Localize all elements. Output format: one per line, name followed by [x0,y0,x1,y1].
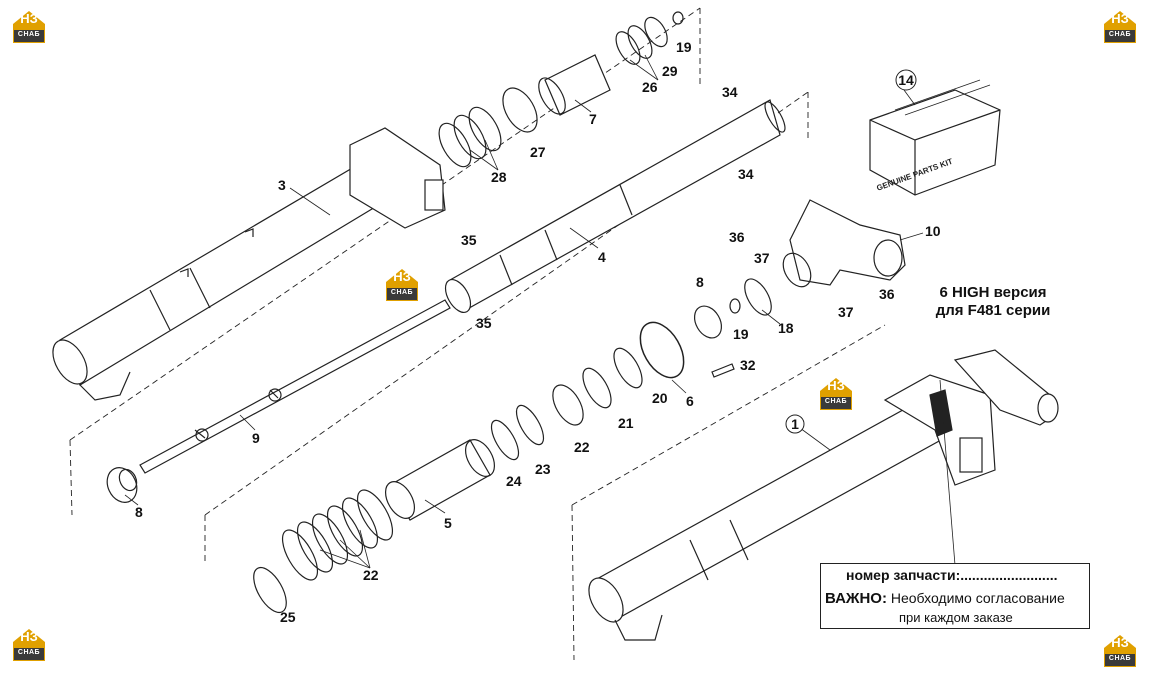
logo-text: НЗ [20,11,38,26]
order-note-box: номер запчасти:.........................… [820,563,1090,629]
logo-sub: СНАБ [1108,655,1132,662]
callout-35b: 35 [476,315,492,331]
variant-note: 6 HIGH версия для F481 серии [918,284,1068,320]
part-4-inner-tube [444,99,786,313]
part-8-piston [106,467,138,503]
callout-37a: 37 [754,250,770,266]
callout-10: 10 [925,223,941,239]
callout-numbers: 3 4 5 6 7 8 8 9 10 18 19 19 20 21 22 22 … [135,39,941,625]
callout-8b: 8 [696,274,704,290]
nz-snab-logo: НЗ СНАБ [1103,10,1137,44]
logo-text: НЗ [1111,11,1129,26]
callout-22a: 22 [574,439,590,455]
logo-text: НЗ [827,378,845,393]
nz-snab-logo: НЗ СНАБ [1103,634,1137,668]
nz-snab-logo: НЗ СНАБ [12,10,46,44]
seal-rings [253,278,772,614]
callout-3: 3 [278,177,286,193]
callout-28: 28 [491,169,507,185]
house-logo-icon [1104,11,1136,43]
callout-5: 5 [444,515,452,531]
callout-34b: 34 [738,166,754,182]
house-logo-icon [13,11,45,43]
callout-19b: 19 [733,326,749,342]
callout-27: 27 [530,144,546,160]
logo-text: НЗ [393,269,411,284]
logo-sub: СНАБ [1108,31,1132,38]
callout-14: 14 [898,72,914,88]
part-3-cylinder-tube [52,127,446,401]
nz-snab-logo: НЗ СНАБ [819,377,853,411]
callout-35a: 35 [461,232,477,248]
callout-25: 25 [280,609,296,625]
callout-24: 24 [506,473,522,489]
part-10-head-block [782,199,906,288]
part-14-parts-kit-box [869,79,1001,196]
callout-7: 7 [589,111,597,127]
part-1-complete-assembly [588,349,1059,641]
nz-snab-logo: НЗ СНАБ [385,268,419,302]
variant-line-1: 6 HIGH версия [939,284,1047,301]
logo-sub: СНАБ [824,398,848,405]
important-text-2: при каждом заказе [899,610,1013,625]
callout-34a: 34 [722,84,738,100]
callout-36b: 36 [879,286,895,302]
callout-18: 18 [778,320,794,336]
callout-37b: 37 [838,304,854,320]
logo-text: НЗ [1111,635,1129,650]
callout-9: 9 [252,430,260,446]
house-logo-icon [820,378,852,410]
variant-line-2: для F481 серии [935,302,1051,319]
house-logo-icon [1104,635,1136,667]
callout-20: 20 [652,390,668,406]
nz-snab-logo: НЗ СНАБ [12,628,46,662]
logo-text: НЗ [20,629,38,644]
important-text: Необходимо согласование [890,590,1065,606]
part-number-label: номер запчасти:......................... [846,567,1058,583]
logo-sub: СНАБ [17,31,41,38]
upper-seal-kit [438,11,684,168]
part-9-rod [139,299,451,474]
callout-8a: 8 [135,504,143,520]
callout-36a: 36 [729,229,745,245]
house-logo-icon [13,629,45,661]
callout-22b: 22 [363,567,379,583]
callout-23: 23 [535,461,551,477]
callout-21: 21 [618,415,634,431]
callout-leaders [124,54,956,569]
part-5-sleeve [384,439,496,521]
part-22-spring-stack [281,489,394,581]
circled-callouts: 1 14 [785,69,917,434]
callout-29: 29 [662,63,678,79]
callout-4: 4 [598,249,606,265]
callout-19a: 19 [676,39,692,55]
callout-26: 26 [642,79,658,95]
important-line: ВАЖНО: Необходимо согласование [825,590,1065,607]
callout-32: 32 [740,357,756,373]
logo-sub: СНАБ [390,289,414,296]
callout-6: 6 [686,393,694,409]
callout-1: 1 [791,416,799,432]
important-label: ВАЖНО: [825,590,887,607]
house-logo-icon [386,269,418,301]
logo-sub: СНАБ [17,649,41,656]
